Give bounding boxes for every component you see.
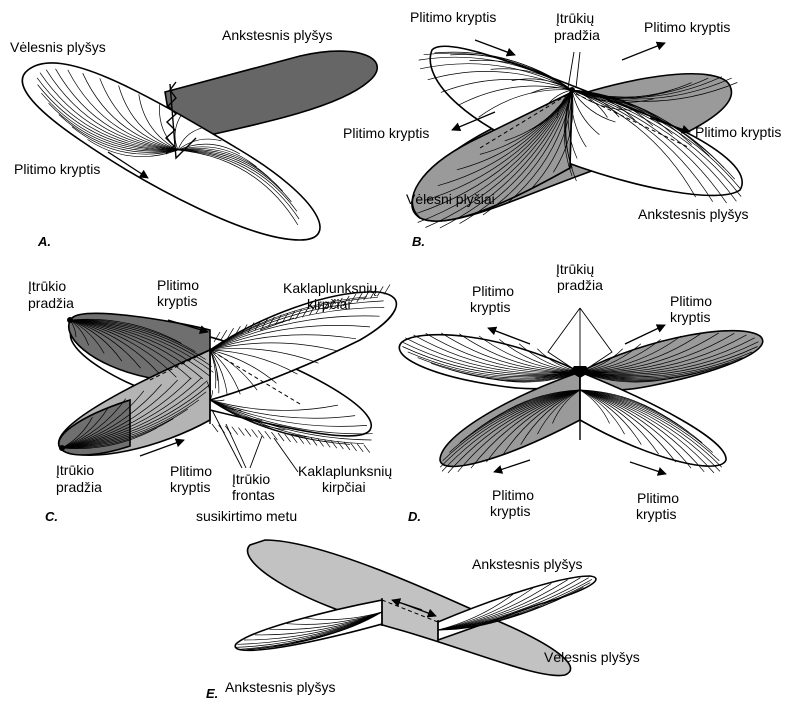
front-line2: frontas	[232, 487, 275, 503]
kirp-top-line2: kirpčiai	[307, 296, 351, 312]
plume-line	[221, 330, 227, 340]
arrow-upper-right	[622, 43, 665, 60]
kirp-bottom-line1: Kaklaplunksnių	[298, 463, 392, 479]
origin-line2: pradžia	[557, 277, 603, 293]
kirp-bottom-line2: kirpčiai	[322, 479, 366, 495]
plume-line	[252, 429, 258, 437]
panel-b: Plitimo kryptis Įtrūkių pradžia Plitimo …	[343, 9, 781, 249]
arrow-lower-right	[630, 462, 666, 474]
propagation-upper-left-line1: Plitimo	[472, 283, 514, 299]
origin-bottom-line1: Įtrūkio	[56, 462, 94, 478]
propagation-right-label: Plitimo kryptis	[695, 124, 781, 140]
earlier-fracture-label: Ankstesnis plyšys	[222, 27, 332, 43]
origin-bottom-line2: pradžia	[56, 479, 102, 495]
propagation-lower-left-line1: Plitimo	[492, 487, 534, 503]
plume-line	[384, 285, 390, 295]
propagation-upper-left-label: Plitimo kryptis	[410, 9, 496, 25]
propagation-lower-left-line2: kryptis	[490, 503, 530, 519]
origin-line1: Įtrūkių	[556, 261, 594, 277]
panel-letter: B.	[412, 234, 425, 249]
origin-leader	[548, 308, 612, 368]
origin-point-bottom	[59, 445, 65, 451]
origin-label-line2: pradžia	[554, 27, 600, 43]
panel-a: Vėlesnis plyšys Ankstesnis plyšys Plitim…	[10, 27, 377, 249]
propagation-lower-right-line1: Plitimo	[637, 490, 679, 506]
earlier-fracture-left	[235, 600, 382, 650]
plume-line	[265, 431, 271, 439]
plume-line	[304, 437, 310, 445]
propagation-label: Plitimo kryptis	[14, 161, 100, 177]
propagation-left-label: Plitimo kryptis	[343, 125, 429, 141]
arrow-lower-left	[494, 460, 530, 472]
plume-line	[212, 424, 218, 432]
panel-d: Plitimo kryptis Įtrūkių pradžia Plitimo …	[399, 261, 762, 524]
plume-line	[278, 433, 284, 441]
panel-letter: E.	[206, 686, 218, 701]
propagation-upper-right-line1: Plitimo	[670, 293, 712, 309]
plume-line	[364, 445, 370, 453]
propagation-bottom-line1: Plitimo	[170, 463, 212, 479]
plume-line	[245, 429, 251, 437]
origin-point-top	[67, 317, 73, 323]
plume-line	[232, 427, 238, 435]
earlier-fracture-label: Ankstesnis plyšys	[638, 206, 748, 222]
panel-letter: D.	[408, 509, 421, 524]
panel-c: Įtrūkio pradžia Plitimo kryptis Kaklaplu…	[28, 277, 396, 524]
propagation-lower-right-line2: kryptis	[636, 506, 676, 522]
later-fracture-label: Vėlesnis plyšys	[10, 39, 106, 55]
front-line1: Įtrūkio	[232, 471, 270, 487]
kirp-leader-bottom	[274, 438, 298, 472]
propagation-upper-right-line2: kryptis	[670, 309, 710, 325]
later-fractures-label: Vėlesni plyšiai	[406, 191, 495, 207]
front-line3: susikirtimo metu	[196, 508, 297, 524]
earlier-fracture-bottom-label: Ankstesnis plyšys	[225, 679, 335, 695]
origin-label-line1: Įtrūkių	[556, 10, 594, 26]
propagation-upper-right-label: Plitimo kryptis	[644, 19, 730, 35]
propagation-upper-left-line2: kryptis	[470, 299, 510, 315]
later-fracture-label: Vėlesnis plyšys	[544, 649, 640, 665]
panel-e: Ankstesnis plyšys Vėlesnis plyšys Ankste…	[206, 540, 640, 701]
propagation-bottom-line2: kryptis	[170, 479, 210, 495]
origin-leader	[568, 52, 580, 88]
propagation-top-line2: kryptis	[157, 293, 197, 309]
origin-top-line1: Įtrūkio	[28, 278, 66, 294]
origin-point	[569, 87, 575, 93]
origin-top-line2: pradžia	[28, 295, 74, 311]
plume-line	[351, 443, 357, 451]
panel-letter: A.	[37, 234, 51, 249]
plume-line	[238, 428, 244, 436]
plume-line	[357, 444, 363, 452]
plume-line	[344, 442, 350, 450]
propagation-top-line1: Plitimo	[157, 277, 199, 293]
kirp-top-line1: Kaklaplunksnių	[283, 280, 377, 296]
panel-letter: C.	[45, 509, 58, 524]
earlier-fracture-top-label: Ankstesnis plyšys	[472, 556, 582, 572]
